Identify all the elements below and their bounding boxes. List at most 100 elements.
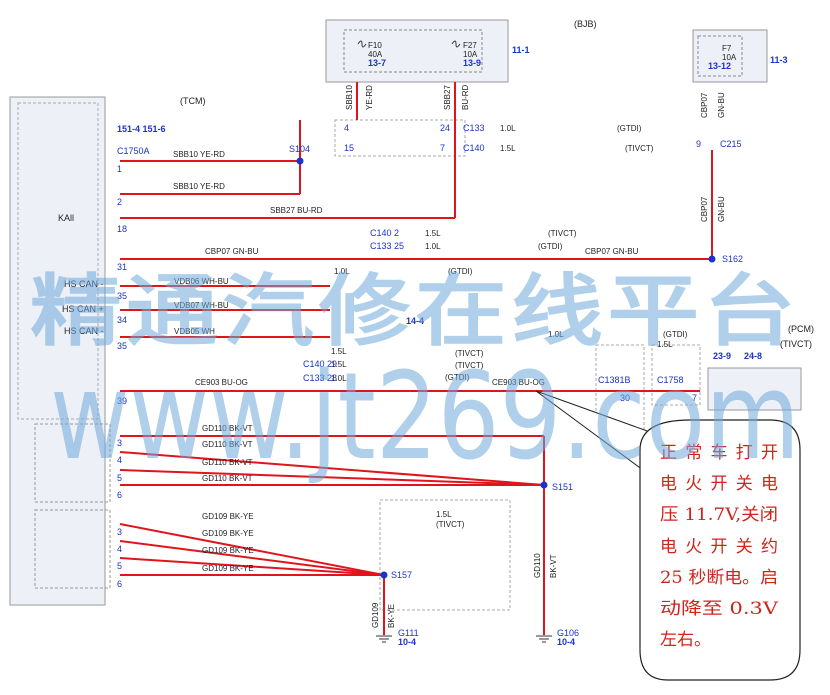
- pin-4b: 4: [117, 544, 122, 554]
- wire-label-pin31-b: CBP07 GN-BU: [585, 247, 639, 256]
- tcm-label: (TCM): [180, 96, 206, 106]
- pcm-box: [707, 367, 802, 411]
- wire-gd109-5: [119, 557, 385, 576]
- pin-35a: 35: [117, 291, 127, 301]
- connector-c215: C215: [720, 139, 742, 149]
- pin-5b: 5: [117, 561, 122, 571]
- pin-3a: 3: [117, 438, 122, 448]
- pcm-variant: (TIVCT): [780, 339, 812, 349]
- variant-label-gd109: (TIVCT): [436, 520, 465, 529]
- fuse-f7-rating: 10A: [722, 53, 737, 62]
- pcm-ref-b: 24-8: [744, 351, 762, 361]
- size-label-c140: 1.5L: [500, 144, 516, 153]
- wire-sbb27-v-label: SBB27: [443, 85, 452, 110]
- fuse-f27-symbol: [451, 40, 461, 48]
- fuse-f10-name: F10: [368, 41, 382, 50]
- fuse-f7-ref: 13-12: [708, 61, 731, 71]
- pin-hs-can-minus-2: HS CAN -: [64, 326, 104, 336]
- wire-label-gd110-6: GD110 BK-VT: [202, 474, 253, 483]
- note-line-2: 电火开关电: [660, 474, 778, 494]
- size-label-c1381b: 1.0L: [548, 330, 564, 339]
- pin-31: 31: [117, 262, 127, 272]
- c1758-frame: [651, 344, 701, 406]
- wire-label-vdb05: VDB05 WH: [174, 327, 215, 336]
- fuse-f27-name: F27: [463, 41, 477, 50]
- wire-label-pin1: SBB10 YE-RD: [173, 150, 225, 159]
- ground-g106-ref: 10-4: [557, 637, 575, 647]
- wire-gd110-5: [119, 469, 545, 486]
- size-label-c133: 1.0L: [500, 124, 516, 133]
- splice-s162: S162: [722, 254, 743, 264]
- splice-s151-dot: [540, 481, 548, 489]
- wire-label-gd109-4: GD109 BK-YE: [202, 529, 254, 538]
- variant-label-ce903-a: (TIVCT): [455, 349, 484, 358]
- pin-1: 1: [117, 164, 122, 174]
- connector-pin-24: 24: [440, 123, 450, 133]
- connector-c140-2: C140 2: [370, 228, 399, 238]
- pcm-label: (PCM): [788, 324, 814, 334]
- note-line-4: 电火开关约: [660, 537, 778, 557]
- connector-pin-4: 4: [344, 123, 349, 133]
- pin-2: 2: [117, 197, 122, 207]
- pin-5a: 5: [117, 473, 122, 483]
- splice-s104: S104: [289, 144, 310, 154]
- wire-yerd-v-label: YE-RD: [365, 85, 374, 110]
- wire-burd-v-label: BU-RD: [461, 84, 470, 110]
- fuse-f10-ref: 13-7: [368, 58, 386, 68]
- tcm-ref: 151-4 151-6: [117, 124, 166, 134]
- wire-label-gd110-4: GD110 BK-VT: [202, 440, 253, 449]
- variant-label-c133: (GTDI): [617, 124, 642, 133]
- pin-39: 39: [117, 396, 127, 406]
- note-line-3: 压 11.7V,关闭: [660, 505, 778, 525]
- tcm-ground-group-a: [34, 423, 111, 503]
- variant-label-c140-2: (TIVCT): [548, 229, 577, 238]
- f7-ref: 11-3: [770, 55, 788, 65]
- size-label-ce903-a: 1.5L: [331, 347, 347, 356]
- variant-label-can: (GTDI): [448, 267, 473, 276]
- tcm-ground-group-b: [34, 509, 111, 589]
- ground-symbols: [376, 635, 552, 643]
- note-text: 正常车打开 电火开关电 压 11.7V,关闭 电火开关约 25 秒断电。启 动降…: [660, 443, 779, 650]
- c133-c140-frame: [334, 119, 466, 157]
- ground-g111-ref: 10-4: [398, 637, 416, 647]
- variant-label-ce903-c: (GTDI): [445, 373, 470, 382]
- ground-g111: G111: [398, 628, 419, 638]
- wire-label-gd110-5: GD110 BK-VT: [202, 458, 253, 467]
- wire-gd109-3: [119, 523, 385, 576]
- size-label-can: 1.0L: [334, 267, 350, 276]
- connector-c140-29: C140 29: [303, 359, 337, 369]
- wire-label-pin18: SBB27 BU-RD: [270, 206, 323, 215]
- wire-label-pin31: CBP07 GN-BU: [205, 247, 259, 256]
- connector-c133-25: C133 25: [370, 241, 404, 251]
- wire-gd109-4: [119, 540, 385, 576]
- tcm-inner: [17, 102, 99, 420]
- bjb-label: (BJB): [574, 19, 597, 29]
- size-label-c140-2: 1.5L: [425, 229, 441, 238]
- splice-s104-dot: [296, 157, 304, 165]
- connector-c1758-pin: 7: [692, 393, 697, 403]
- note-line-1: 正常车打开: [660, 443, 778, 463]
- ground-g106: G106: [557, 628, 579, 638]
- pin-35b: 35: [117, 341, 127, 351]
- wire-group: [119, 82, 713, 635]
- pin-4a: 4: [117, 455, 122, 465]
- size-label-gd109: 1.5L: [436, 510, 452, 519]
- splice-s157-dot: [380, 571, 388, 579]
- wire-gd110-4: [119, 451, 545, 486]
- f7-inner: [697, 35, 743, 77]
- wire-gd109-v-label: GD109: [371, 602, 380, 628]
- pin-6b: 6: [117, 579, 122, 589]
- watermark-cn: 精通汽修在线平台: [30, 267, 800, 357]
- wire-label-pin2: SBB10 YE-RD: [173, 182, 225, 191]
- tcm-box: [9, 96, 106, 606]
- wire-cbp07-v-label-2: CBP07: [700, 196, 709, 222]
- wire-gd110-v-label: GD110: [533, 553, 542, 578]
- callout-bubble: [639, 419, 801, 681]
- wire-label-vdb07: VDB07 WH-BU: [174, 301, 229, 310]
- connector-pin-15: 15: [344, 143, 354, 153]
- pin-6a: 6: [117, 490, 122, 500]
- pin-3b: 3: [117, 527, 122, 537]
- note-line-5: 25 秒断电。启: [660, 568, 778, 588]
